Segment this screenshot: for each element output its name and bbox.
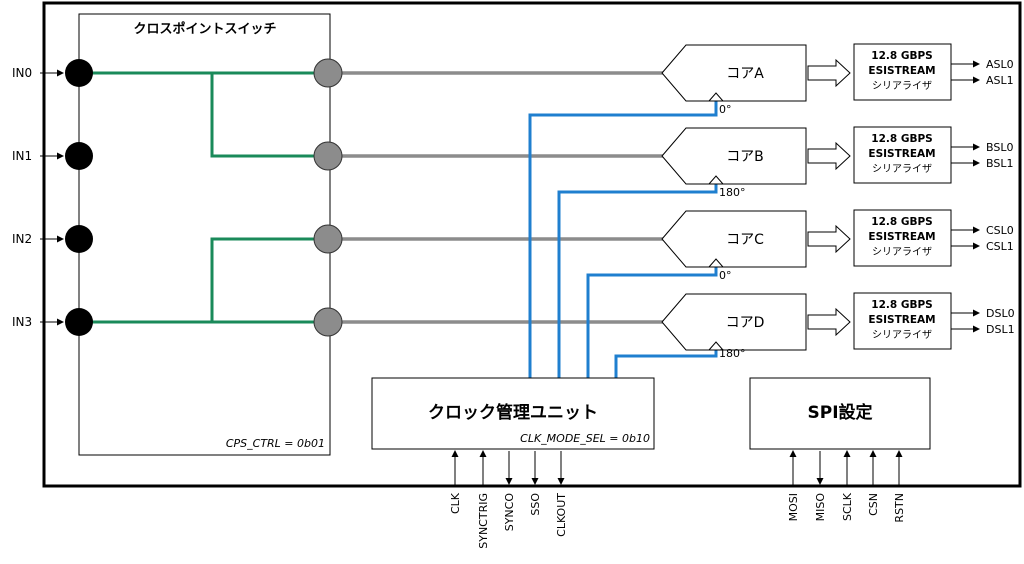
serializer-arrow [807,58,851,88]
input-label: IN3 [12,315,32,329]
clock-management-unit [371,377,655,450]
input-in3: IN3 [12,308,93,336]
serial-output-label: ASL1 [986,74,1014,87]
clock-pin-arrows [451,450,565,485]
pin-label-sclk: SCLK [841,492,854,521]
spi-pin-arrows [789,450,903,485]
serializer-arrow [807,307,851,337]
serializer-line2: ESISTREAM [868,148,935,160]
serializer-box [853,209,952,267]
core-phase: 180° [719,186,746,199]
clock-unit-title: クロック管理ユニット [428,402,598,423]
clock-unit-register: CLK_MODE_SEL = 0b10 [520,432,650,445]
spi-config-block [749,377,931,450]
core-d: コアD 180° 12.8 GBPS ESISTREAM シリアライザ DSL0… [661,292,1015,360]
input-node [65,142,93,170]
crosspoint-routes [79,71,328,324]
serial-output-label: BSL0 [986,141,1013,154]
core-label: コアB [726,149,764,165]
pin-label-csn: CSN [867,493,880,516]
serializer-line2: ESISTREAM [868,314,935,326]
pin-label-rstn: RSTN [893,493,906,523]
spi-title: SPI設定 [807,402,872,423]
serializer-line2: ESISTREAM [868,65,935,77]
serializer-line1: 12.8 GBPS [871,50,932,62]
serializer-box [853,292,952,350]
serializer-line2: ESISTREAM [868,231,935,243]
pin-label-synctrig: SYNCTRIG [477,493,490,549]
chip-outline [42,1,1022,488]
serializer-arrow [807,224,851,254]
core-label: コアC [726,232,764,248]
serializer-line1: 12.8 GBPS [871,299,932,311]
serializer-line3: シリアライザ [872,246,932,258]
pin-label-miso: MISO [814,493,827,522]
serial-output-label: CSL1 [986,240,1014,253]
pin-label-sso: SSO [529,493,542,516]
input-label: IN0 [12,66,32,80]
serializer-line3: シリアライザ [872,80,932,92]
output-node-2 [313,224,343,254]
input-label: IN1 [12,149,32,163]
pin-label-clk: CLK [449,492,462,514]
input-in2: IN2 [12,225,93,253]
serial-output-label: BSL1 [986,157,1013,170]
core-label: コアD [726,315,765,331]
input-in1: IN1 [12,142,93,170]
crosspoint-switch-box [78,13,331,456]
output-node-0 [313,58,343,88]
input-node [65,308,93,336]
serializer-box [853,43,952,101]
clock-lines [528,96,718,378]
pin-label-mosi: MOSI [787,493,800,521]
serial-output-label: ASL0 [986,58,1014,71]
core-phase: 0° [719,103,732,116]
core-a: コアA 0° 12.8 GBPS ESISTREAM シリアライザ ASL0 A… [661,43,1014,116]
core-phase: 0° [719,269,732,282]
input-label: IN2 [12,232,32,246]
pin-label-clkout: CLKOUT [555,493,568,537]
serializer-line3: シリアライザ [872,163,932,175]
pin-label-synco: SYNCO [503,493,516,532]
input-in0: IN0 [12,59,93,87]
output-node-3 [313,307,343,337]
clock-input-marker [707,175,725,185]
crosspoint-title: クロスポイントスイッチ [133,21,276,37]
clock-input-marker [707,341,725,351]
output-node-1 [313,141,343,171]
serializer-line1: 12.8 GBPS [871,133,932,145]
input-node [65,59,93,87]
core-b: コアB 180° 12.8 GBPS ESISTREAM シリアライザ BSL0… [661,126,1013,199]
clock-input-marker [707,92,725,102]
core-c: コアC 0° 12.8 GBPS ESISTREAM シリアライザ CSL0 C… [661,209,1014,282]
input-node [65,225,93,253]
core-phase: 180° [719,347,746,360]
serial-output-label: CSL0 [986,224,1014,237]
serializer-line3: シリアライザ [872,329,932,341]
serializer-box [853,126,952,184]
data-lines [328,71,664,324]
clock-input-marker [707,258,725,268]
serializer-arrow [807,141,851,171]
core-label: コアA [726,66,764,82]
serializer-line1: 12.8 GBPS [871,216,932,228]
serial-output-label: DSL1 [986,323,1015,336]
crosspoint-register: CPS_CTRL = 0b01 [226,437,325,450]
serial-output-label: DSL0 [986,307,1015,320]
